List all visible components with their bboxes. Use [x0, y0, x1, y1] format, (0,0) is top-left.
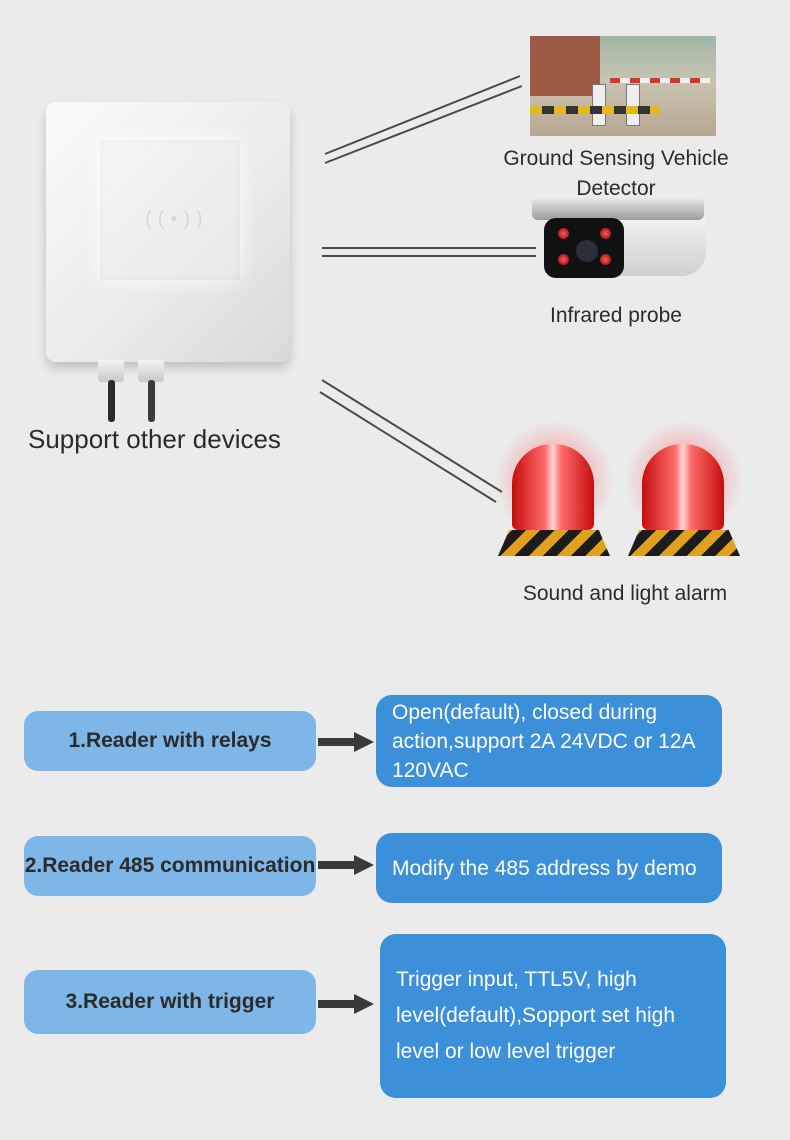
feature-title: 1.Reader with relays: [24, 711, 316, 771]
right-arrow-icon: [318, 994, 374, 1014]
right-arrow-icon: [318, 855, 374, 875]
feature-title: 2.Reader 485 communication: [24, 836, 316, 896]
barrier-post: [626, 84, 640, 126]
cable-gland-left: [98, 360, 124, 382]
cable-right: [148, 380, 155, 422]
ir-led: [558, 228, 569, 239]
alarm-base: [628, 530, 740, 556]
ir-led: [600, 254, 611, 265]
feature-description: Open(default), closed during action,supp…: [376, 695, 722, 787]
connection-lines: [319, 75, 536, 503]
parking-barrier-image: [530, 36, 716, 136]
support-label: Support other devices: [28, 424, 281, 454]
alarm-dome: [512, 444, 594, 530]
right-arrow-icon: [318, 732, 374, 752]
building: [530, 36, 600, 96]
alarm-base: [498, 530, 610, 556]
ir-led: [600, 228, 611, 239]
vehicle-detector-label: Ground Sensing Vehicle Detector: [503, 147, 729, 200]
barrier-post: [592, 84, 606, 126]
alarm-dome: [642, 444, 724, 530]
barrier-arm: [610, 78, 710, 83]
camera-lens-center: [576, 240, 598, 262]
feature-title: 3.Reader with trigger: [24, 970, 316, 1034]
feature-description: Modify the 485 address by demo: [376, 833, 722, 903]
reader-face: [100, 140, 240, 280]
ir-led: [558, 254, 569, 265]
cable-gland-right: [138, 360, 164, 382]
camera-hood: [532, 198, 704, 220]
barrier-kerb: [530, 106, 660, 114]
reader-logo: ((•)): [145, 208, 209, 230]
cable-left: [108, 380, 115, 422]
infrared-probe-label: Infrared probe: [550, 304, 682, 327]
alarm-label: Sound and light alarm: [522, 582, 728, 605]
feature-description: Trigger input, TTL5V, high level(default…: [380, 934, 726, 1098]
